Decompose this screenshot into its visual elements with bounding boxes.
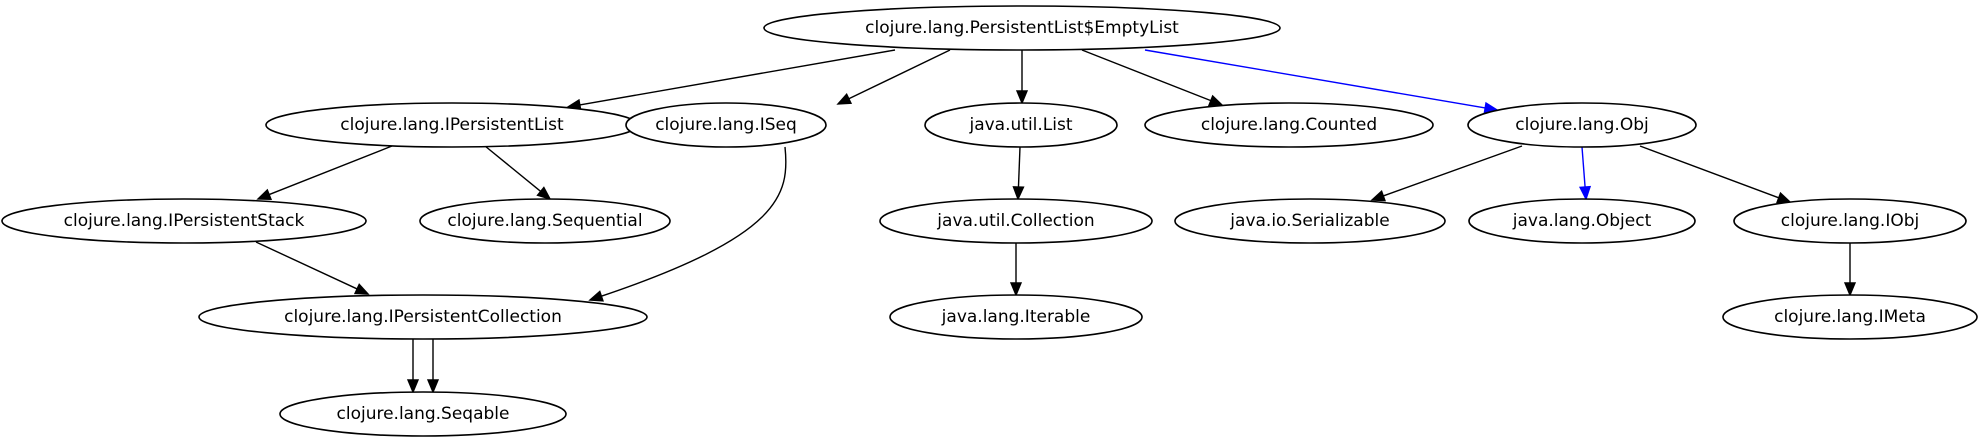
edge-obj-to-iobj xyxy=(1639,145,1792,204)
node-collection: java.util.Collection xyxy=(879,198,1153,244)
node-iobj: clojure.lang.IObj xyxy=(1733,198,1967,244)
node-ellipse xyxy=(1144,102,1434,148)
edge-emptylist-to-iseq xyxy=(836,49,951,105)
node-label: clojure.lang.PersistentList$EmptyList xyxy=(865,18,1179,38)
node-ellipse xyxy=(419,198,671,244)
node-object: java.lang.Object xyxy=(1468,198,1696,244)
node-ellipse xyxy=(1,198,367,244)
node-label: java.io.Serializable xyxy=(1229,211,1389,231)
edge-line xyxy=(1144,49,1486,109)
arrowhead xyxy=(353,283,370,295)
node-ellipse xyxy=(1468,198,1696,244)
node-ellipse xyxy=(1722,294,1978,340)
node-label: clojure.lang.IMeta xyxy=(1774,307,1926,327)
node-label: java.lang.Object xyxy=(1512,211,1652,231)
arrowhead xyxy=(1012,186,1025,201)
edge-line xyxy=(848,49,951,100)
edge-obj-to-object xyxy=(1578,146,1592,201)
node-label: clojure.lang.Sequential xyxy=(447,211,642,231)
edge-emptylist-to-list xyxy=(1015,50,1029,105)
edge-iobj-to-imeta xyxy=(1843,243,1857,297)
arrowhead xyxy=(1015,90,1029,105)
arrowhead xyxy=(536,186,552,201)
edge-line xyxy=(579,49,896,106)
node-label: clojure.lang.IPersistentStack xyxy=(64,211,305,231)
arrowhead xyxy=(426,379,440,394)
edge-line xyxy=(1581,146,1586,188)
node-ellipse xyxy=(1733,198,1967,244)
node-ellipse xyxy=(198,294,648,340)
node-seqable: clojure.lang.Seqable xyxy=(279,391,567,437)
node-label: java.lang.Iterable xyxy=(941,307,1091,327)
edge-line xyxy=(1081,49,1212,102)
edge-emptylist-to-counted xyxy=(1081,49,1224,106)
edge-ipersistentcollection-to-seqable xyxy=(406,339,420,394)
node-ellipse xyxy=(279,391,567,437)
nodes: clojure.lang.PersistentList$EmptyList clo… xyxy=(1,5,1978,437)
node-counted: clojure.lang.Counted xyxy=(1144,102,1434,148)
edge-collection-to-iterable xyxy=(1009,243,1023,297)
node-label: clojure.lang.Seqable xyxy=(337,404,510,424)
arrowhead xyxy=(1843,282,1857,297)
edge-line xyxy=(1639,145,1780,199)
node-ipersistentcollection: clojure.lang.IPersistentCollection xyxy=(198,294,648,340)
edge-ipersistentlist-to-ipersistentstack xyxy=(256,145,393,200)
node-label: clojure.lang.Obj xyxy=(1515,115,1648,135)
arrowhead xyxy=(406,379,420,394)
arrowhead xyxy=(1370,190,1386,202)
edge-list-to-collection xyxy=(1012,146,1025,201)
node-label: clojure.lang.IPersistentCollection xyxy=(284,307,562,327)
arrowhead xyxy=(588,290,604,302)
node-ellipse xyxy=(889,294,1143,340)
arrowhead xyxy=(1207,94,1224,106)
arrowhead xyxy=(1775,191,1792,204)
node-label: java.util.List xyxy=(968,115,1072,135)
node-ellipse xyxy=(1467,102,1697,148)
node-label: clojure.lang.IPersistentList xyxy=(340,115,564,135)
edge-line xyxy=(1383,145,1523,197)
arrowhead xyxy=(836,93,853,105)
node-ellipse xyxy=(763,5,1281,51)
edge-ipersistentlist-to-sequential xyxy=(484,145,552,201)
node-label: java.util.Collection xyxy=(936,211,1094,231)
arrowhead xyxy=(1578,185,1592,201)
arrowhead xyxy=(256,188,273,200)
edge-obj-to-serializable xyxy=(1370,145,1523,202)
edge-line xyxy=(1017,146,1021,188)
node-ellipse xyxy=(1174,198,1446,244)
node-imeta: clojure.lang.IMeta xyxy=(1722,294,1978,340)
node-ellipse xyxy=(625,102,827,148)
node-sequential: clojure.lang.Sequential xyxy=(419,198,671,244)
node-label: clojure.lang.Counted xyxy=(1201,115,1377,135)
node-obj: clojure.lang.Obj xyxy=(1467,102,1697,148)
edge-line xyxy=(601,146,787,297)
node-label: clojure.lang.ISeq xyxy=(655,115,797,135)
node-ellipse xyxy=(879,198,1153,244)
node-iterable: java.lang.Iterable xyxy=(889,294,1143,340)
edge-ipersistentcollection-to-seqable xyxy=(426,339,440,394)
arrowhead xyxy=(1009,282,1023,297)
node-emptylist: clojure.lang.PersistentList$EmptyList xyxy=(763,5,1281,51)
edge-line xyxy=(255,241,358,290)
node-ipersistentlist: clojure.lang.IPersistentList xyxy=(265,102,639,148)
node-list: java.util.List xyxy=(924,102,1118,148)
edge-ipersistentstack-to-ipersistentcollection xyxy=(255,241,370,295)
node-ipersistentstack: clojure.lang.IPersistentStack xyxy=(1,198,367,244)
edge-line xyxy=(484,145,542,192)
edge-iseq-to-ipersistentcollection xyxy=(588,146,787,302)
edge-line xyxy=(268,145,393,196)
node-iseq: clojure.lang.ISeq xyxy=(625,102,827,148)
node-label: clojure.lang.IObj xyxy=(1781,211,1919,231)
node-ellipse xyxy=(924,102,1118,148)
edges xyxy=(255,49,1857,394)
node-serializable: java.io.Serializable xyxy=(1174,198,1446,244)
